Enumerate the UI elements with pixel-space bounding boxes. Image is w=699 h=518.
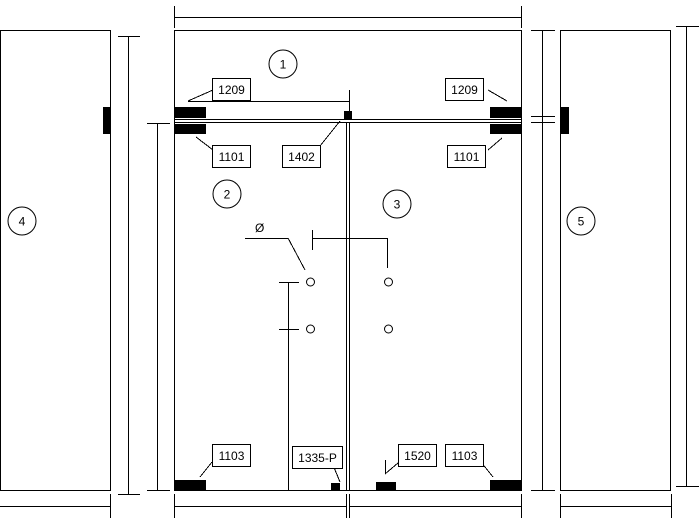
- panel-number-2: 2: [212, 179, 242, 209]
- handle-hole-right-top: [384, 277, 393, 287]
- top-left-hinge-lower: [175, 124, 206, 134]
- bottom-right-hinge: [490, 480, 521, 490]
- svg-text:1101: 1101: [219, 150, 245, 164]
- bottom-center-stop: [331, 483, 340, 490]
- svg-text:3: 3: [394, 198, 401, 212]
- handle-holes: [245, 230, 393, 490]
- main-frame: [174, 6, 522, 518]
- bottom-center-guide: [376, 482, 396, 490]
- svg-text:1101: 1101: [454, 150, 480, 164]
- panel-number-4: 4: [7, 206, 37, 236]
- top-left-hinge-upper: [175, 107, 206, 118]
- label-1103-right: 1103: [445, 444, 484, 467]
- svg-text:1520: 1520: [404, 449, 431, 463]
- label-1520: 1520: [398, 444, 437, 467]
- bottom-left-hinge: [175, 480, 206, 490]
- svg-text:1209: 1209: [451, 83, 478, 97]
- label-1335-p: 1335-P: [292, 446, 343, 469]
- right-side-hinge: [560, 107, 569, 134]
- svg-text:1103: 1103: [452, 449, 478, 463]
- svg-text:4: 4: [19, 215, 26, 229]
- label-1101-left: 1101: [212, 145, 251, 168]
- label-1209-right: 1209: [445, 78, 484, 101]
- top-right-hinge-lower: [490, 124, 521, 134]
- top-right-hinge-upper: [490, 107, 521, 118]
- diameter-symbol: Ø: [255, 221, 264, 235]
- left-side-panel: [0, 30, 111, 518]
- label-1402: 1402: [282, 145, 321, 168]
- fittings: [175, 107, 521, 490]
- top-center-clip: [344, 111, 352, 119]
- svg-text:1103: 1103: [219, 449, 245, 463]
- handle-hole-left-top: [306, 277, 315, 287]
- panel-number-3: 3: [382, 189, 412, 219]
- handle-hole-right-bottom: [384, 324, 393, 334]
- leader-lines: [187, 89, 508, 483]
- label-1101-right: 1101: [447, 145, 486, 168]
- svg-text:1335-P: 1335-P: [298, 451, 337, 465]
- svg-text:1402: 1402: [288, 150, 315, 164]
- label-1103-left: 1103: [212, 444, 251, 467]
- svg-text:2: 2: [224, 188, 231, 202]
- left-side-hinge: [103, 107, 111, 134]
- panel-number-5: 5: [566, 206, 596, 236]
- right-side-panel: [531, 26, 699, 518]
- svg-text:5: 5: [578, 215, 585, 229]
- panel-number-1: 1: [268, 49, 298, 79]
- handle-hole-left-bottom: [306, 324, 315, 334]
- left-dimension-lines: [118, 36, 170, 495]
- svg-text:1209: 1209: [218, 83, 245, 97]
- svg-text:1: 1: [280, 58, 287, 72]
- label-1209-left: 1209: [212, 78, 251, 101]
